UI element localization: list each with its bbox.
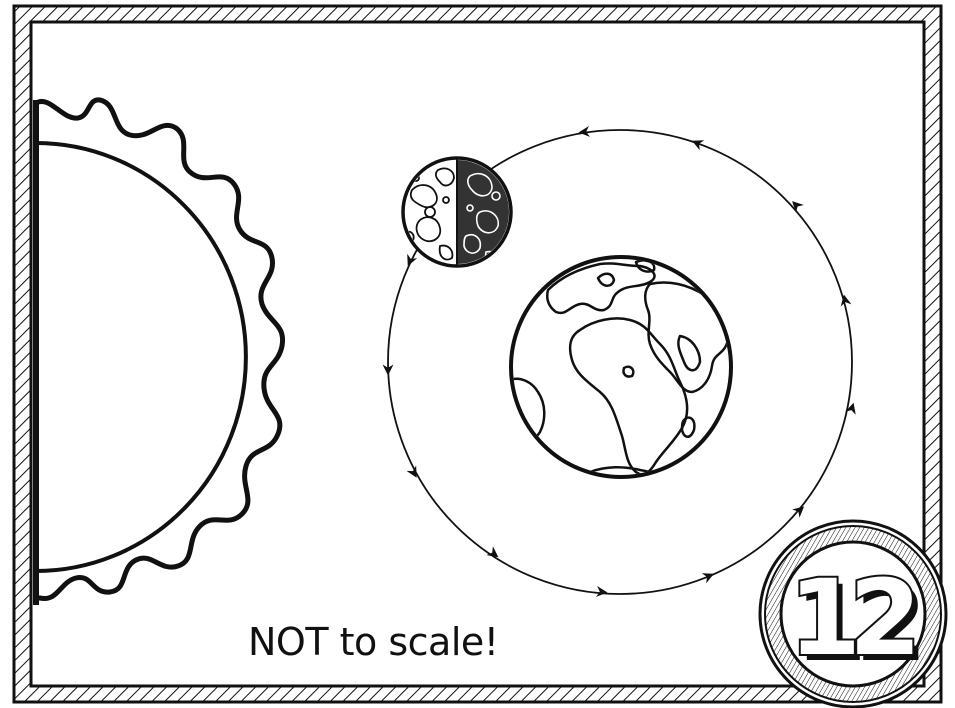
- sun-illustration: [36, 100, 283, 599]
- not-to-scale-caption: NOT to scale!: [248, 612, 548, 672]
- orbit-arrow: [849, 408, 852, 418]
- moon-illustration: [403, 150, 517, 280]
- badge-number: 12: [789, 557, 913, 679]
- earth-illustration: [510, 257, 731, 480]
- card-number-badge: 12 12: [760, 521, 946, 707]
